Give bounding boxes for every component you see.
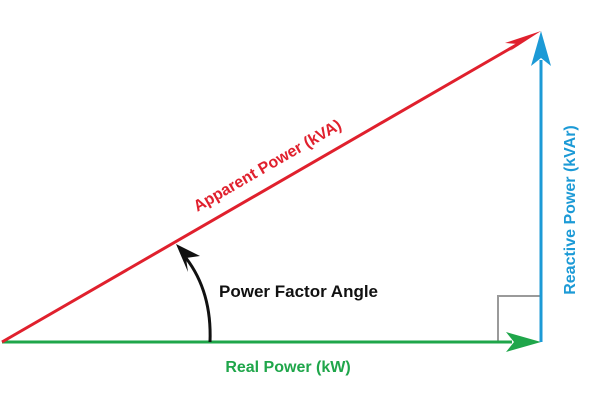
reactive-power-arrowhead xyxy=(531,31,551,66)
reactive-power-label: Reactive Power (kVAr) xyxy=(562,125,579,295)
power-factor-angle-label: Power Factor Angle xyxy=(219,282,378,301)
apparent-power-arrowhead xyxy=(505,31,541,51)
curved-arrow-head xyxy=(176,244,200,272)
right-angle-marker xyxy=(497,295,541,342)
apparent-power-line xyxy=(1,42,519,344)
curved-arrow-icon xyxy=(184,257,212,343)
real-power-label: Real Power (kW) xyxy=(225,359,350,376)
real-power-arrowhead xyxy=(506,332,541,352)
apparent-power-label: Apparent Power (kVA) xyxy=(191,117,345,216)
